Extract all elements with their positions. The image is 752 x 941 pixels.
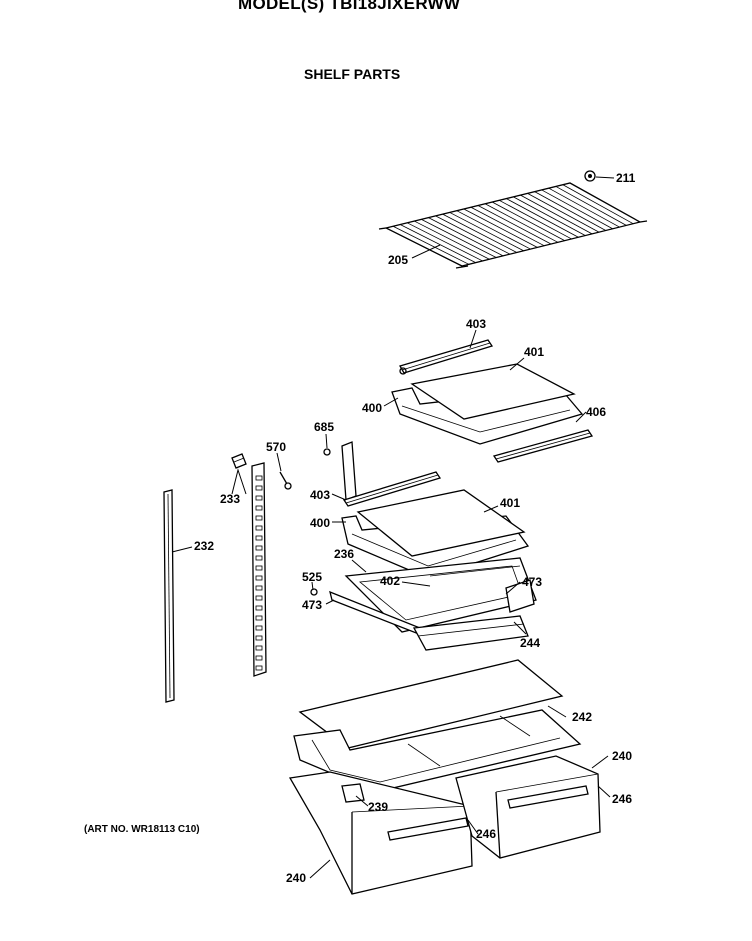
wire-rod bbox=[442, 213, 517, 253]
callout-239: 239 bbox=[368, 800, 388, 814]
wire-rod bbox=[407, 222, 483, 262]
rail-slot bbox=[255, 645, 263, 651]
rail-slot bbox=[255, 585, 263, 591]
crisper-drawer-right bbox=[455, 755, 601, 859]
wire-rod bbox=[548, 187, 620, 228]
callout-473-left: 473 bbox=[302, 598, 322, 612]
screw-570 bbox=[279, 471, 292, 490]
wire-rod bbox=[499, 199, 572, 240]
callout-246-right: 246 bbox=[612, 792, 632, 806]
wire-rod bbox=[428, 217, 504, 257]
callout-403-middle: 403 bbox=[310, 488, 330, 502]
wire-rod bbox=[506, 198, 579, 238]
rail-slot bbox=[255, 565, 263, 571]
callout-240-left: 240 bbox=[286, 871, 306, 885]
callout-233: 233 bbox=[220, 492, 240, 506]
callout-401-upper: 401 bbox=[524, 345, 544, 359]
callout-labels: 211 205 403 401 400 406 685 570 233 232 … bbox=[194, 171, 636, 885]
callout-403-upper: 403 bbox=[466, 317, 486, 331]
model-title: MODEL(S) TBI18JIXERWW bbox=[238, 0, 461, 13]
rail-slot bbox=[255, 635, 263, 641]
wire-rod bbox=[470, 206, 545, 247]
wire-rod bbox=[513, 196, 586, 236]
rail-slot bbox=[255, 515, 263, 521]
callout-570: 570 bbox=[266, 440, 286, 454]
rail-slot bbox=[255, 575, 263, 581]
rail-slot bbox=[255, 495, 263, 501]
wire-rod bbox=[534, 191, 606, 231]
callout-240-right: 240 bbox=[612, 749, 632, 763]
wire-rod bbox=[484, 203, 559, 243]
wire-rod bbox=[477, 205, 552, 245]
callout-406: 406 bbox=[586, 405, 606, 419]
wire-rod bbox=[435, 215, 511, 255]
callout-236: 236 bbox=[334, 547, 354, 561]
rail-slot bbox=[255, 545, 263, 551]
rail-slot bbox=[255, 475, 263, 481]
wire-rod bbox=[392, 225, 470, 265]
shelf-ladder-rail bbox=[251, 462, 267, 677]
wire-rod bbox=[562, 184, 634, 225]
rail-slot bbox=[255, 505, 263, 511]
rail-slot bbox=[255, 615, 263, 621]
callout-401-middle: 401 bbox=[500, 496, 520, 510]
callout-400-middle: 400 bbox=[310, 516, 330, 530]
shelf-rail-232 bbox=[163, 489, 175, 703]
wire-clip-211 bbox=[584, 170, 596, 182]
callout-242: 242 bbox=[572, 710, 592, 724]
upper-shelf-assembly bbox=[391, 339, 594, 463]
wire-rod bbox=[541, 189, 613, 230]
callout-685: 685 bbox=[314, 420, 334, 434]
crisper-drawer-left bbox=[288, 771, 473, 895]
section-title: SHELF PARTS bbox=[304, 66, 401, 82]
rail-slot bbox=[255, 595, 263, 601]
rail-slot bbox=[255, 625, 263, 631]
callout-244: 244 bbox=[520, 636, 540, 650]
wire-rod bbox=[555, 186, 627, 226]
wire-shelf-205 bbox=[378, 182, 648, 269]
rail-slot bbox=[255, 665, 263, 671]
bracket-233 bbox=[231, 453, 247, 469]
art-number: (ART NO. WR18113 C10) bbox=[84, 824, 200, 835]
callout-473-right: 473 bbox=[522, 575, 542, 589]
rail-slot bbox=[255, 485, 263, 491]
wire-rod bbox=[399, 224, 476, 263]
leader-lines bbox=[171, 176, 615, 879]
callout-246-left: 246 bbox=[476, 827, 496, 841]
callout-525: 525 bbox=[302, 570, 322, 584]
callout-205: 205 bbox=[388, 253, 408, 267]
rail-slot bbox=[255, 605, 263, 611]
callout-211: 211 bbox=[616, 171, 636, 185]
wire-rod bbox=[520, 194, 593, 235]
wire-rod bbox=[463, 208, 538, 248]
wire-rod bbox=[449, 212, 524, 252]
rail-slot bbox=[255, 535, 263, 541]
rail-slot bbox=[255, 525, 263, 531]
wire-rod bbox=[421, 218, 497, 258]
wire-rod bbox=[527, 193, 600, 233]
crisper-cover-242 bbox=[293, 659, 582, 793]
crisper-frame-assembly bbox=[310, 557, 537, 651]
rail-slot bbox=[255, 655, 263, 661]
callout-232: 232 bbox=[194, 539, 214, 553]
wire-rod bbox=[456, 210, 531, 250]
callout-402: 402 bbox=[380, 574, 400, 588]
middle-shelf-assembly bbox=[341, 441, 530, 579]
wire-rod bbox=[491, 201, 565, 241]
wire-rod bbox=[414, 220, 490, 260]
screw-685 bbox=[323, 448, 331, 456]
callout-400-upper: 400 bbox=[362, 401, 382, 415]
rail-slot bbox=[255, 555, 263, 561]
